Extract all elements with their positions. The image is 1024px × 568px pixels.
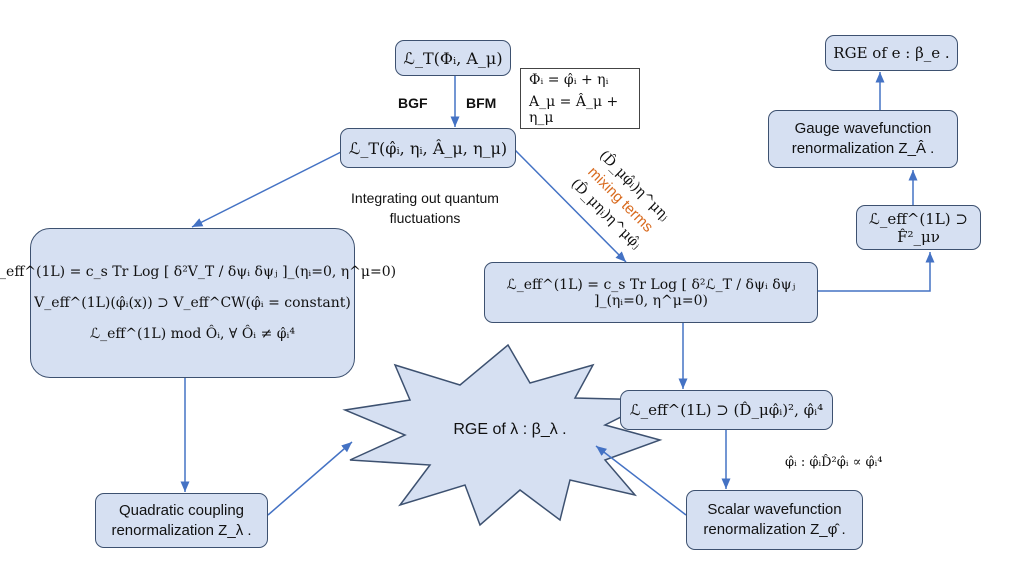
bfm-label: BFM [466, 95, 497, 111]
integrating-line-2: fluctuations [389, 210, 461, 226]
field-split-phi: Φᵢ = φ̂ᵢ + ηᵢ [529, 71, 609, 88]
leff-scalar-node: ℒ_eff^(1L) ⊃ (D̂_μφ̂ᵢ)², φ̂ᵢ⁴ [620, 390, 833, 430]
bgf-label: BGF [398, 95, 428, 111]
quadratic-line-1: Quadratic coupling [118, 501, 245, 519]
veff-line-3: ℒ_eff^(1L) mod Ôᵢ, ∀ Ôᵢ ≠ φ̂ᵢ⁴ [90, 326, 295, 342]
leff-gauge-node: ℒ_eff^(1L) ⊃ F̂²_μν [856, 205, 981, 250]
scalar-wf-line-1: Scalar wavefunction [707, 501, 842, 518]
lagrangian-split-node: ℒ_T(φ̂ᵢ, ηᵢ, Â_μ, η_μ) [340, 128, 516, 168]
gauge-wf-node: Gauge wavefunction renormalization Z_Â . [768, 110, 958, 168]
quadratic-node: Quadratic coupling renormalization Z_λ . [95, 493, 268, 548]
gauge-wf-line-2: renormalization Z_Â . [791, 140, 935, 157]
rge-e-node: RGE of e : β_e . [825, 35, 958, 71]
veff-line-1: V_eff^(1L) = c_s Tr Log [ δ²V_T / δψᵢ δψ… [0, 264, 397, 280]
lagrangian-full-node: ℒ_T(Φᵢ, A_μ) [395, 40, 511, 76]
rge-lambda-node: RGE of λ : β_λ . [453, 421, 567, 438]
arrow-quadratic-to-star [267, 441, 353, 516]
arrow-to-veff [191, 149, 346, 228]
field-split-box: Φᵢ = φ̂ᵢ + ηᵢ A_μ = Â_μ + η_μ [520, 68, 640, 129]
gauge-wf-line-1: Gauge wavefunction [794, 120, 932, 137]
scalar-wf-line-2: renormalization Z_φ̂ . [703, 521, 846, 538]
quadratic-line-2: renormalization Z_λ . [111, 521, 252, 539]
integrating-line-1: Integrating out quantum [351, 190, 499, 206]
leff-node: ℒ_eff^(1L) = c_s Tr Log [ δ²ℒ_T / δψᵢ δψ… [484, 262, 818, 323]
scalar-note: φ̂ᵢ : φ̂ᵢD̂²φ̂ᵢ ∝ φ̂ᵢ⁴ [785, 455, 883, 470]
veff-line-2: V_eff^(1L)(φ̂ᵢ(x)) ⊃ V_eff^CW(φ̂ᵢ = cons… [34, 295, 351, 311]
veff-node: V_eff^(1L) = c_s Tr Log [ δ²V_T / δψᵢ δψ… [0, 228, 396, 378]
arrow-to-gauge [818, 252, 935, 292]
arrow-scalar-to-star [595, 445, 687, 516]
integrating-label: Integrating out quantum fluctuations [330, 188, 520, 228]
arrow-to-leff [514, 149, 627, 263]
scalar-wf-node: Scalar wavefunction renormalization Z_φ̂… [686, 490, 863, 550]
field-split-a: A_μ = Â_μ + η_μ [529, 93, 619, 126]
